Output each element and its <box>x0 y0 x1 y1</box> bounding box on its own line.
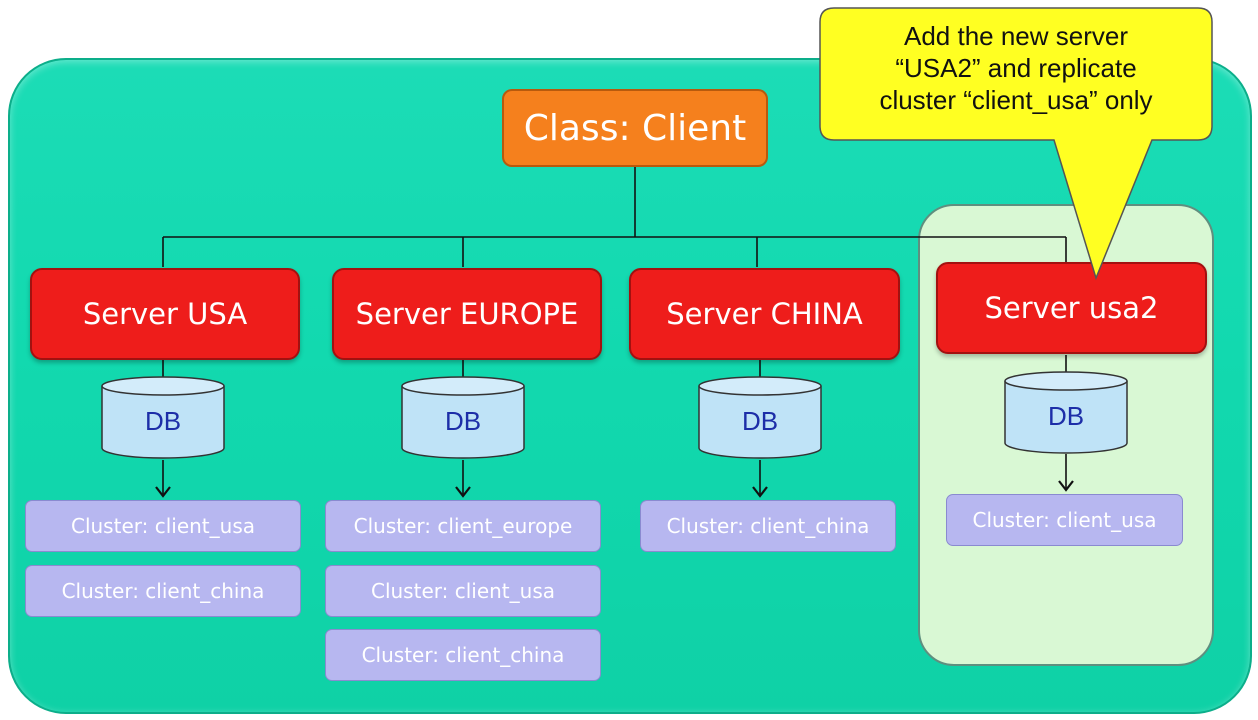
cluster-item: Cluster: client_china <box>325 629 601 681</box>
db-usa-icon: DB <box>100 376 226 460</box>
db-china-icon: DB <box>697 376 823 460</box>
cluster-item: Cluster: client_china <box>640 500 896 552</box>
callout-text: Add the new server “USA2” and replicate … <box>818 20 1214 116</box>
callout-line: “USA2” and replicate <box>895 53 1137 83</box>
db-label: DB <box>144 406 182 436</box>
db-europe-icon: DB <box>400 376 526 460</box>
server-europe: Server EUROPE <box>332 268 602 360</box>
db-label: DB <box>444 406 482 436</box>
arrowhead-china <box>752 486 768 498</box>
arrowhead-europe <box>455 486 471 498</box>
cluster-item: Cluster: client_usa <box>325 565 601 617</box>
cluster-item: Cluster: client_china <box>25 565 301 617</box>
db-label: DB <box>1047 401 1085 431</box>
arrowhead-usa2 <box>1058 480 1074 492</box>
callout-line: Add the new server <box>903 21 1128 51</box>
cluster-item: Cluster: client_usa <box>946 494 1183 546</box>
class-client-box: Class: Client <box>502 89 768 167</box>
server-usa: Server USA <box>30 268 300 360</box>
server-china: Server CHINA <box>629 268 900 360</box>
cluster-item: Cluster: client_europe <box>325 500 601 552</box>
arrowhead-usa <box>155 486 171 498</box>
callout-bubble: Add the new server “USA2” and replicate … <box>818 6 1214 282</box>
db-usa2-icon: DB <box>1003 371 1129 455</box>
callout-line: cluster “client_usa” only <box>879 85 1153 115</box>
server-usa2: Server usa2 <box>936 262 1207 354</box>
cluster-item: Cluster: client_usa <box>25 500 301 552</box>
db-label: DB <box>741 406 779 436</box>
